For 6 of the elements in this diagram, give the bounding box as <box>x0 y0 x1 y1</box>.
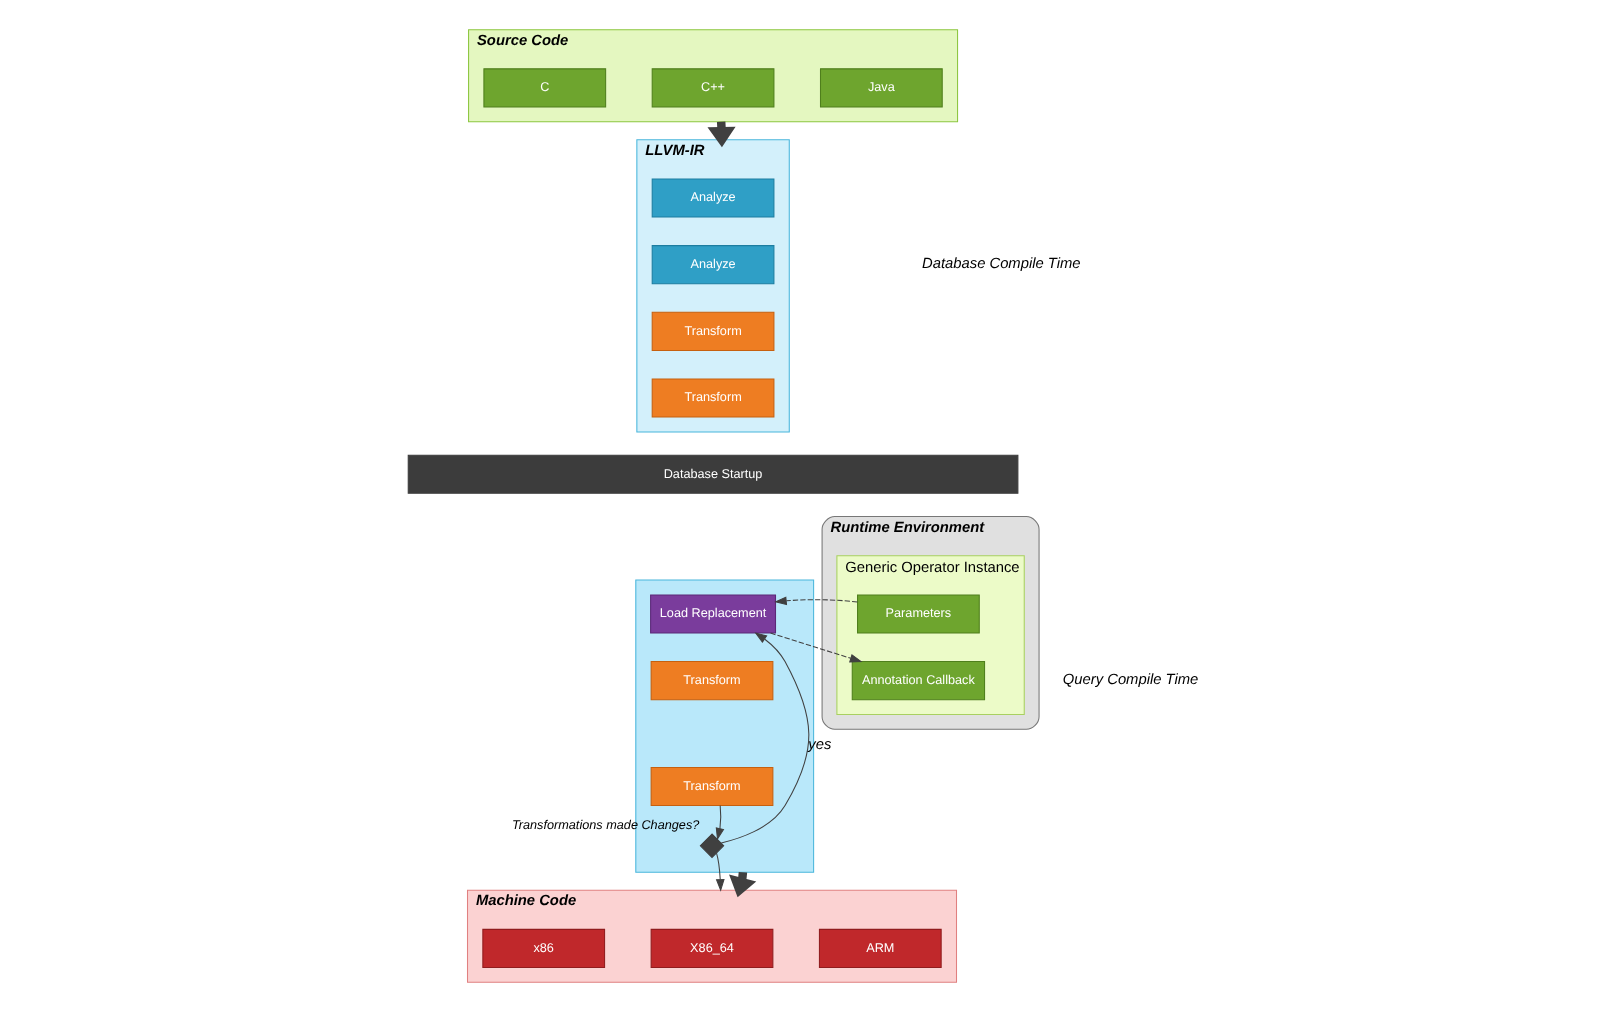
arrow <box>720 632 810 844</box>
arrow <box>715 805 725 841</box>
node-diamond <box>699 833 725 859</box>
arrow <box>770 632 863 663</box>
arrow <box>715 852 725 892</box>
arrow <box>774 596 858 606</box>
